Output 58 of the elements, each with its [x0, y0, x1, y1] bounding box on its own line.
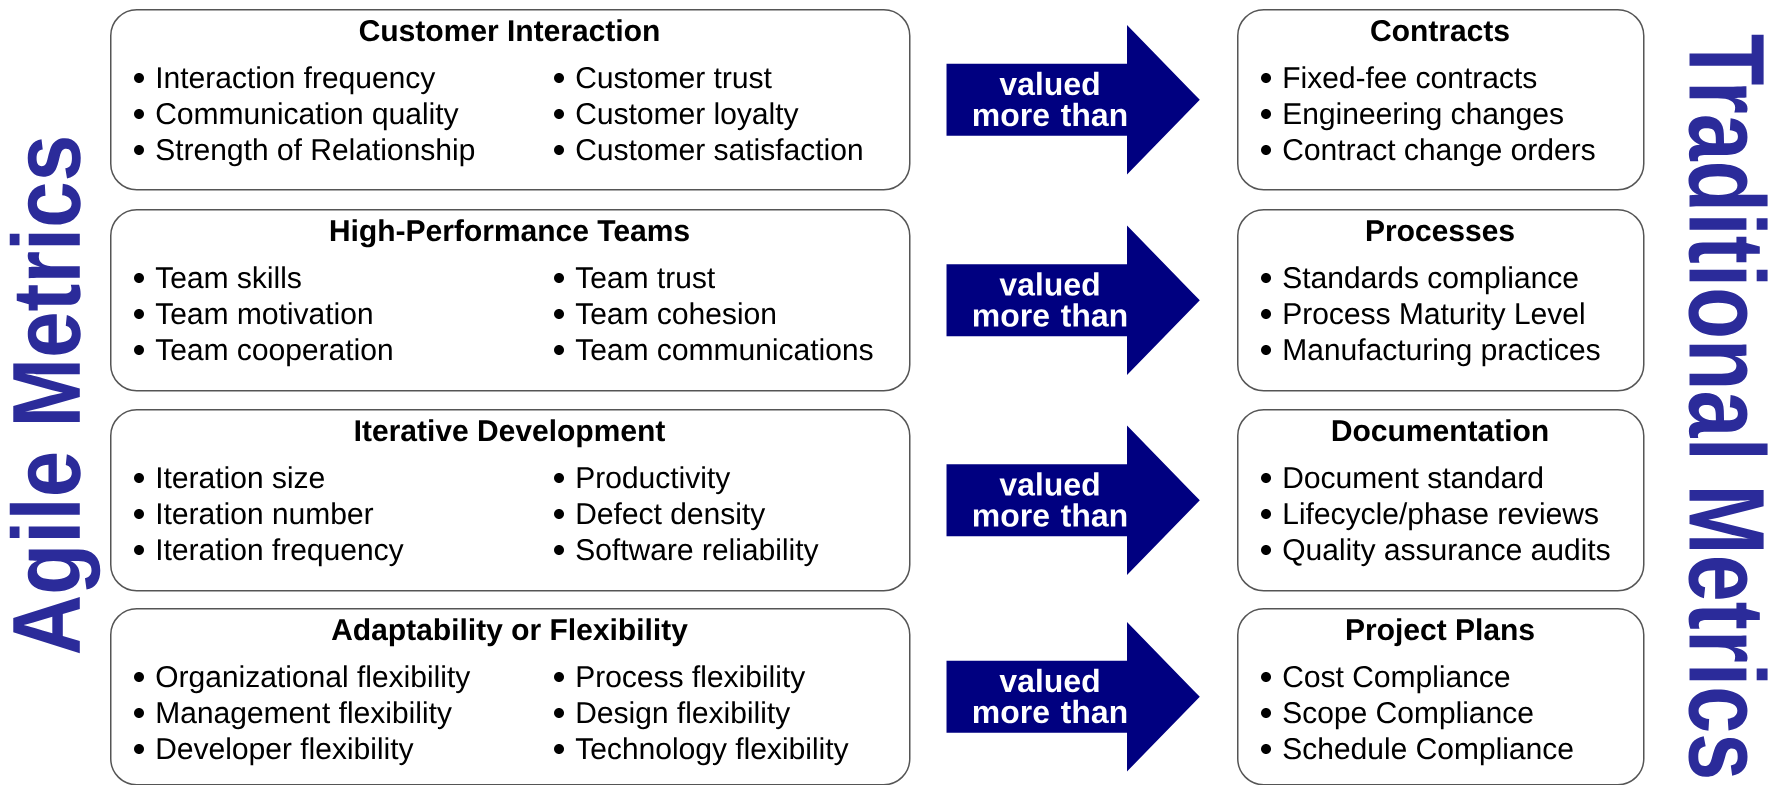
bullet-item: Scope Compliance — [1283, 701, 1533, 730]
bullet-item: Iteration number — [158, 502, 374, 525]
bullet-item: Cost Compliance — [1283, 665, 1510, 694]
metric-box — [110, 409, 911, 592]
box-title: Adaptability or Flexibility — [331, 618, 688, 647]
bullet-item: Developer flexibility — [157, 737, 414, 766]
bullet-item: Customer satisfaction — [576, 138, 862, 161]
edge-label: valued more than — [960, 71, 1140, 127]
box-title: Processes — [1366, 220, 1514, 242]
box-title: Customer Interaction — [359, 19, 659, 42]
bullet-item: Customer trust — [576, 67, 772, 89]
bullet-item: Process Maturity Level — [1284, 302, 1584, 331]
metric-box — [1237, 9, 1645, 191]
bullet-item: Lifecycle/phase reviews — [1284, 502, 1598, 531]
bullet-item: Organizational flexibility — [156, 665, 471, 694]
bullet-item: Team cooperation — [155, 338, 392, 367]
bullet-item: Team skills — [155, 266, 301, 289]
bullet-item: Standards compliance — [1283, 266, 1578, 295]
bullet-item: Management flexibility — [157, 701, 452, 730]
bullet-item: Process flexibility — [577, 665, 806, 694]
bullet-item: Software reliability — [576, 538, 819, 567]
bullet-item: Fixed-fee contracts — [1284, 66, 1537, 89]
bullet-item: Engineering changes — [1284, 102, 1563, 131]
bullet-item: Team cohesion — [575, 302, 775, 325]
bullet-item: Customer loyalty — [576, 102, 799, 131]
bullet-item: Document standard — [1284, 466, 1543, 489]
metric-box — [110, 9, 911, 191]
bullet-item: Interaction frequency — [158, 66, 436, 95]
bullet-item: Productivity — [577, 466, 731, 495]
bullet-item: Iteration size — [158, 466, 324, 489]
box-title: Documentation — [1332, 419, 1548, 442]
bullet-item: Manufacturing practices — [1284, 338, 1600, 367]
bullet-item: Design flexibility — [577, 701, 791, 730]
bullet-item: Communication quality — [156, 102, 459, 131]
bullet-item: Team motivation — [155, 302, 372, 325]
bullet-item: Team trust — [575, 267, 715, 289]
box-title: Project Plans — [1347, 618, 1534, 647]
edge-label: valued more than — [960, 272, 1140, 327]
side-heading: Agile Metrics — [9, 138, 101, 654]
bullet-item: Team communications — [575, 338, 873, 361]
bullet-item: Defect density — [577, 502, 766, 531]
bullet-item: Iteration frequency — [158, 538, 404, 567]
box-title: Contracts — [1371, 20, 1509, 42]
bullet-item: Schedule Compliance — [1283, 737, 1573, 766]
metric-box — [110, 608, 911, 785]
metric-box — [1237, 409, 1645, 592]
metric-box — [1237, 209, 1645, 392]
bullet-item: Quality assurance audits — [1283, 538, 1610, 567]
bullet-item: Technology flexibility — [575, 737, 849, 766]
metric-box — [110, 209, 911, 392]
side-heading: Traditional Metrics — [1688, 34, 1768, 777]
edge-label: valued more than — [960, 472, 1140, 527]
edge-label: valued more than — [960, 668, 1140, 724]
bullet-item: Strength of Relationship — [156, 138, 475, 167]
box-title: High-Performance Teams — [330, 219, 689, 248]
metric-box — [1237, 608, 1645, 785]
box-title: Iterative Development — [355, 419, 665, 448]
bullet-item: Contract change orders — [1283, 138, 1595, 167]
